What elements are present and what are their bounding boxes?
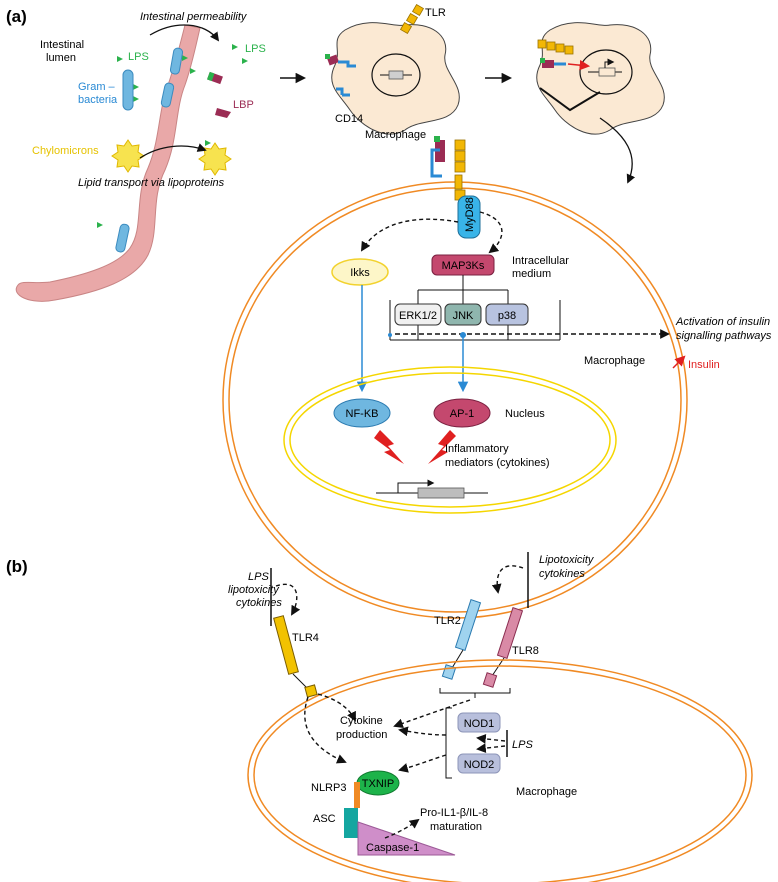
tlr4-to-cytokine-arrow bbox=[317, 693, 356, 722]
nucleus-outer bbox=[283, 366, 617, 514]
cd14-label: CD14 bbox=[335, 113, 363, 125]
activation-label: Activation of insulin signalling pathway… bbox=[675, 316, 773, 342]
macrophage-b-outer bbox=[247, 659, 753, 882]
tlr2-label: TLR2 bbox=[434, 615, 461, 627]
cytokine-production-label: Cytokine production bbox=[336, 715, 387, 741]
macrophage-b-inner bbox=[253, 665, 747, 882]
caspase-to-il-arrow bbox=[384, 818, 420, 839]
tlr4-label: TLR4 bbox=[292, 632, 319, 644]
nfkb-label: NF-KB bbox=[346, 408, 379, 420]
gram-bacteria-label: Gram – bacteria bbox=[78, 81, 118, 106]
nod-bracket bbox=[445, 707, 452, 779]
intracellular-medium-label: Intracellular medium bbox=[512, 255, 572, 280]
nfkb-node bbox=[333, 398, 391, 428]
lps-right-label: LPS bbox=[245, 43, 266, 55]
nod-to-cytokine-arrow bbox=[398, 726, 447, 737]
nod-to-txnip-arrow bbox=[398, 754, 447, 773]
macrophage-b-label: Macrophage bbox=[516, 786, 577, 798]
panel-b-label: (b) bbox=[6, 557, 28, 576]
chylomicrons-label: Chylomicrons bbox=[32, 145, 99, 157]
lipo-to-tlr-arrow bbox=[491, 565, 524, 594]
lps-left-label: LPS bbox=[128, 51, 149, 63]
erk-node bbox=[394, 303, 442, 326]
myd88-node bbox=[457, 195, 481, 239]
macrophage-cell-label: Macrophage bbox=[584, 355, 645, 367]
myd88-to-ikks-arrow bbox=[360, 218, 459, 252]
map3ks-label: MAP3Ks bbox=[442, 260, 485, 272]
lbp-molecules bbox=[207, 71, 231, 118]
jnk-label: JNK bbox=[453, 310, 474, 322]
ikks-label: Ikks bbox=[350, 267, 370, 279]
tlr8-receptor bbox=[496, 607, 524, 659]
lipotoxicity-cytokines-label: Lipotoxicity cytokines bbox=[539, 554, 596, 580]
ap1-node bbox=[433, 398, 491, 428]
nlrp3-bar bbox=[354, 782, 360, 808]
ap1-label: AP-1 bbox=[450, 408, 474, 420]
zoom-arrow bbox=[599, 117, 636, 184]
macrophage-top-label: Macrophage bbox=[365, 129, 426, 141]
panel-a-label: (a) bbox=[6, 7, 27, 26]
insulin-up-arrow bbox=[672, 355, 686, 369]
cd14-receptor bbox=[325, 54, 356, 97]
insulin-label: Insulin bbox=[688, 359, 720, 371]
myd88-to-map3ks-arrow bbox=[479, 211, 503, 254]
jnk-node bbox=[444, 303, 482, 326]
inflammatory-mediators-label: Inflammatory mediators (cytokines) bbox=[445, 443, 550, 469]
tlr8-label: TLR8 bbox=[512, 645, 539, 657]
erk-label: ERK1/2 bbox=[399, 310, 437, 322]
permeability-arrow bbox=[149, 24, 220, 42]
p38-node bbox=[485, 303, 529, 326]
tlr2-receptor bbox=[454, 599, 482, 651]
asc-block bbox=[344, 808, 358, 838]
caspase-1-wedge bbox=[357, 821, 456, 856]
tlr-receptor bbox=[399, 3, 425, 35]
chylomicrons bbox=[111, 139, 232, 176]
tlr-to-cytokine-arrow bbox=[393, 699, 471, 729]
asc-label: ASC bbox=[313, 813, 336, 825]
tlr-label: TLR bbox=[425, 7, 446, 19]
pro-il-label: Pro-IL1-β/IL-8 maturation bbox=[420, 807, 491, 833]
receptor-bracket bbox=[539, 87, 601, 112]
lipid-transport-arrow bbox=[139, 143, 207, 159]
tlr-bracket bbox=[439, 688, 511, 698]
lps-to-nod1-arrow bbox=[476, 733, 506, 744]
nod2-node bbox=[457, 753, 501, 774]
lipid-transport-label: Lipid transport via lipoproteins bbox=[78, 177, 225, 189]
p38-label: p38 bbox=[498, 310, 516, 322]
receptor-complex-2 bbox=[537, 39, 574, 68]
nucleus-inner bbox=[289, 372, 611, 508]
ikks-node bbox=[331, 258, 389, 286]
nlrp3-label: NLRP3 bbox=[311, 782, 346, 794]
lbp-label: LBP bbox=[233, 99, 254, 111]
nod1-label: NOD1 bbox=[464, 718, 495, 730]
nucleus-label: Nucleus bbox=[505, 408, 545, 420]
myd88-label: MyD88 bbox=[464, 197, 476, 232]
tlr4-to-nlrp3-arrow bbox=[304, 696, 347, 764]
tlr-complex-membrane bbox=[430, 136, 466, 201]
lps-to-tlr4-arrow bbox=[275, 583, 301, 616]
nod-lps-label: LPS bbox=[512, 739, 533, 751]
nod1-node bbox=[457, 712, 501, 733]
intestinal-permeability-label: Intestinal permeability bbox=[140, 11, 248, 23]
nfkb-signal-bolt bbox=[374, 430, 404, 464]
txnip-label: TXNIP bbox=[362, 778, 394, 790]
tlr4-receptor bbox=[273, 615, 299, 675]
lps-to-nod2-arrow bbox=[476, 743, 506, 754]
lps-lipotoxicity-cytokines-label: LPS lipotoxicity cytokines bbox=[228, 571, 282, 609]
gene-promoter bbox=[376, 479, 488, 499]
nod2-label: NOD2 bbox=[464, 759, 495, 771]
ap1-signal-bolt bbox=[428, 430, 456, 464]
intestinal-lumen-label: Intestinal lumen bbox=[40, 39, 87, 64]
gram-bacteria bbox=[115, 47, 184, 253]
caspase-1-label: Caspase-1 bbox=[366, 842, 419, 854]
